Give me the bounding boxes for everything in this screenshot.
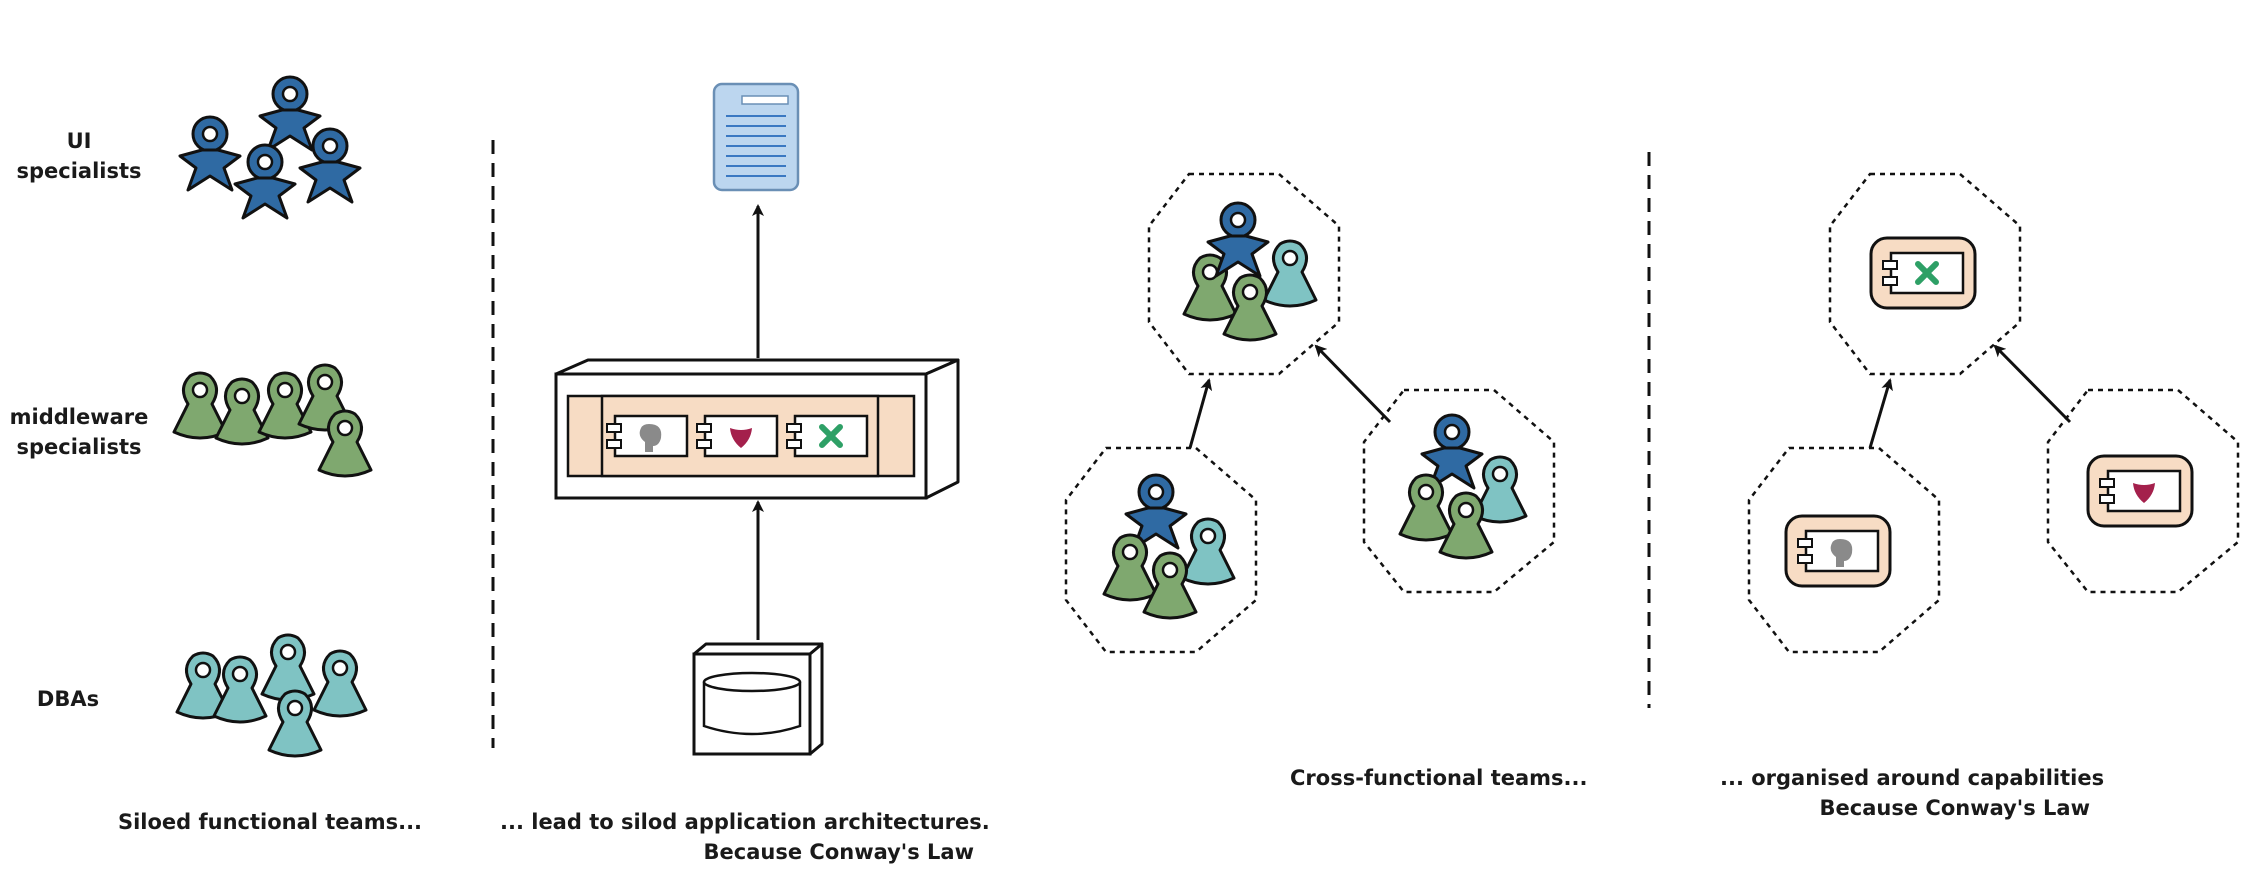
ui-person-icon bbox=[233, 143, 297, 220]
label-line: UI bbox=[66, 129, 92, 153]
component-icon bbox=[785, 414, 869, 458]
ui-specialists-group bbox=[178, 75, 362, 220]
component-icon bbox=[2098, 469, 2182, 513]
dba-person-icon bbox=[260, 633, 316, 702]
caption-line: ... lead to silod application architectu… bbox=[500, 810, 990, 834]
cross-functional-caption: Cross-functional teams... bbox=[1290, 766, 1588, 790]
component-icon bbox=[605, 414, 689, 458]
arrow-capability-left-to-top bbox=[1868, 378, 1893, 449]
middleware-specialists-label: middleware specialists bbox=[0, 402, 158, 462]
component-icon bbox=[1796, 529, 1880, 573]
siloed-teams-caption: Siloed functional teams... bbox=[117, 810, 423, 834]
caption-line: Because Conway's Law bbox=[1819, 796, 2090, 820]
middleware-person-icon bbox=[214, 377, 270, 446]
label-line: specialists bbox=[16, 159, 142, 183]
label-line: middleware bbox=[9, 405, 149, 429]
capability-team-left bbox=[1747, 446, 1941, 654]
component-icon bbox=[1881, 251, 1965, 295]
monolith-application-box bbox=[554, 358, 960, 500]
ui-person-icon bbox=[178, 115, 242, 192]
middleware-specialists-group bbox=[172, 363, 373, 478]
middleware-person-icon bbox=[257, 371, 313, 440]
dba-person-icon bbox=[312, 649, 368, 718]
capability-team-top bbox=[1828, 172, 2022, 376]
arrow-capability-right-to-top bbox=[1993, 344, 2072, 424]
silod-architecture-caption: ... lead to silod application architectu… bbox=[500, 807, 990, 867]
ui-specialists-label: UI specialists bbox=[0, 126, 158, 186]
document-icon bbox=[712, 82, 800, 192]
middleware-person-icon bbox=[172, 371, 228, 440]
capabilities-caption: ... organised around capabilities Becaus… bbox=[1720, 763, 2105, 823]
dba-person-icon bbox=[267, 689, 323, 758]
ui-person-icon bbox=[258, 75, 322, 152]
arrow-team-right-to-top bbox=[1314, 344, 1392, 424]
caption-line: Because Conway's Law bbox=[703, 840, 974, 864]
dbas-group bbox=[175, 633, 368, 758]
dbas-label: DBAs bbox=[36, 687, 100, 711]
cross-functional-team-top bbox=[1147, 172, 1341, 376]
arrow-team-left-to-top bbox=[1188, 378, 1213, 449]
cross-functional-team-left bbox=[1064, 446, 1258, 654]
cross-functional-team-right bbox=[1362, 388, 1556, 594]
dba-person-icon bbox=[212, 655, 268, 724]
label-line: specialists bbox=[16, 435, 142, 459]
capability-team-right bbox=[2046, 388, 2240, 594]
database-box bbox=[692, 642, 824, 756]
caption-line: ... organised around capabilities bbox=[1720, 766, 2105, 790]
component-icon bbox=[695, 414, 779, 458]
